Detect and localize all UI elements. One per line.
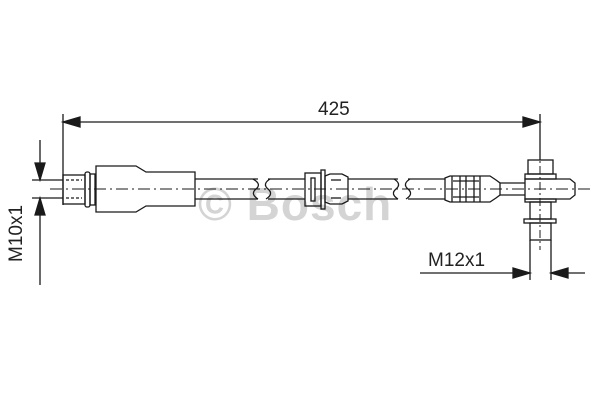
hose-segment [195, 178, 305, 200]
banjo-fitting [523, 150, 576, 280]
middle-clip [304, 169, 349, 210]
watermark: © Bosch [198, 178, 393, 230]
length-label: 425 [318, 99, 350, 120]
left-thread-label: M10x1 [6, 204, 27, 262]
right-crimp [444, 175, 525, 203]
hose-segment [348, 178, 445, 200]
length-dimension [60, 114, 543, 205]
right-thread-label: M12x1 [428, 250, 486, 271]
m12-dimension [420, 267, 585, 279]
m10-dimension [32, 140, 63, 285]
left-fitting [62, 165, 196, 213]
